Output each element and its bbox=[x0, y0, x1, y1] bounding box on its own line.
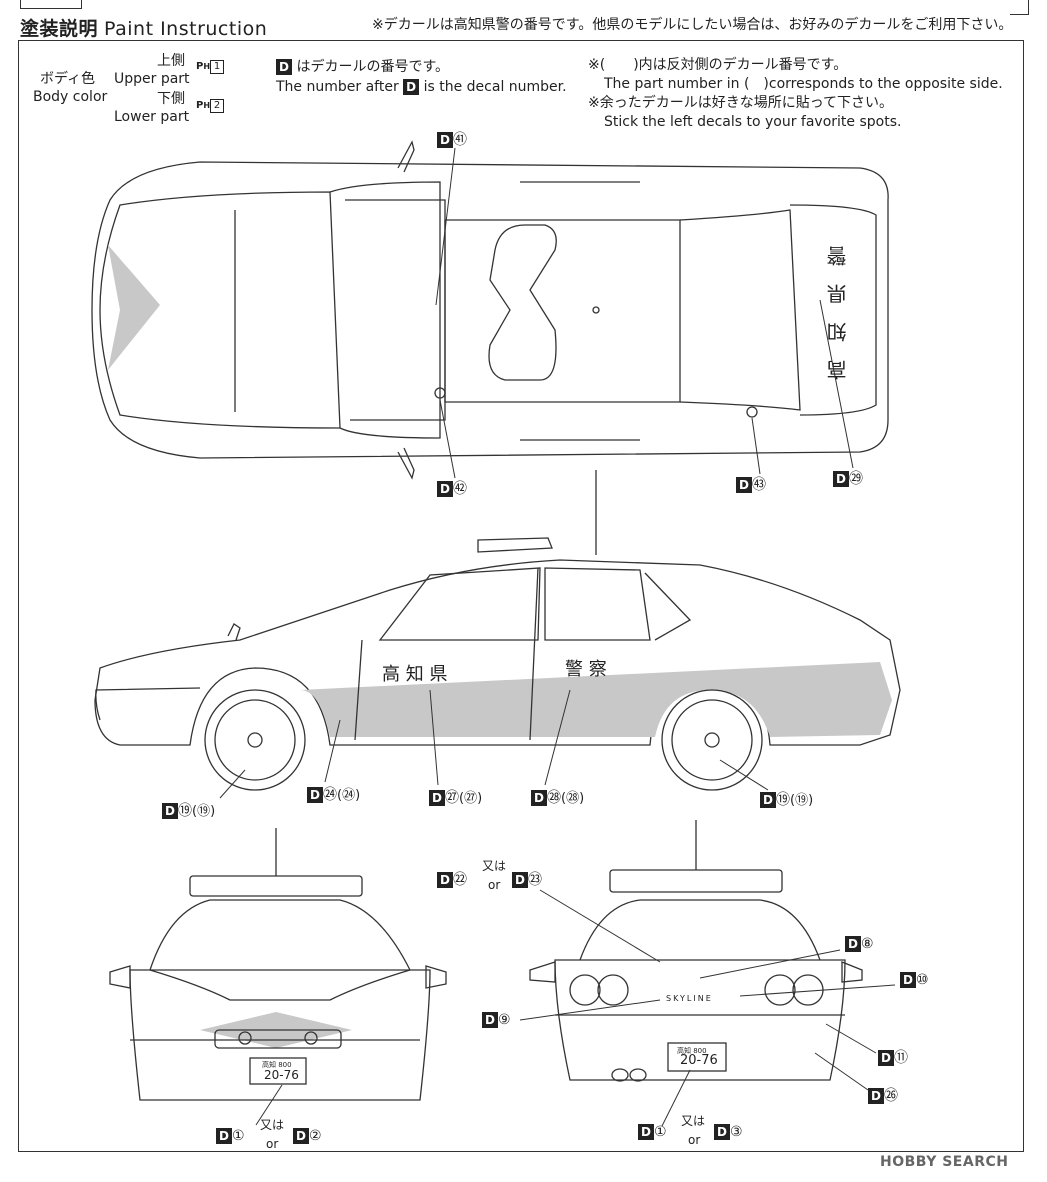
decal-d-icon: D bbox=[276, 59, 292, 75]
lower-label-jp: 下側 bbox=[157, 91, 185, 107]
rear-view-car bbox=[529, 820, 863, 1082]
body-color-label-en: Body color bbox=[33, 89, 108, 105]
extra-note-en: Stick the left decals to your favorite s… bbox=[604, 114, 902, 130]
leader-lines bbox=[219, 147, 896, 1127]
body-color-label-jp: ボディ色 bbox=[40, 71, 96, 87]
paren-note-en: The part number in ( )corresponds to the… bbox=[604, 76, 1003, 92]
title-en: Paint Instruction bbox=[104, 18, 268, 40]
diagram-frame bbox=[18, 40, 1024, 1152]
front-view-car bbox=[109, 828, 447, 1101]
decal-d-icon: D bbox=[403, 79, 420, 95]
door-lettering-front: 高 知 県 bbox=[382, 664, 448, 685]
paint-code-box: 1 bbox=[210, 60, 225, 74]
paren-note-jp: ※( )内は反対側のデカール番号です。 bbox=[588, 57, 848, 73]
upper-label-jp: 上側 bbox=[157, 53, 185, 69]
lower-label-en: Lower part bbox=[114, 109, 190, 125]
upper-label-en: Upper part bbox=[114, 71, 190, 87]
paint-code-box: 2 bbox=[210, 99, 225, 113]
door-lettering-rear: 警 察 bbox=[565, 659, 607, 680]
side-view-car bbox=[94, 470, 901, 791]
top-view-car bbox=[91, 140, 889, 480]
or-en-rear: or bbox=[688, 1133, 701, 1147]
or-jp-front: 又は bbox=[260, 1118, 285, 1132]
decal-note-en: The number after D is the decal number. bbox=[276, 79, 567, 95]
or-en-rear-top: or bbox=[488, 878, 501, 892]
front-plate-number: 20-76 bbox=[264, 1068, 299, 1082]
or-jp-rear: 又は bbox=[681, 1114, 706, 1128]
title-jp: 塗装説明 bbox=[20, 18, 99, 40]
roof-trunk-lettering: 高知県警 bbox=[826, 228, 850, 380]
decal-note-jp: D はデカールの番号です。 bbox=[276, 58, 449, 76]
page-edge-left bbox=[20, 0, 82, 9]
or-en-front: or bbox=[266, 1137, 279, 1151]
front-plate-region: 高知 800 bbox=[262, 1061, 292, 1069]
rear-plate-number: 20-76 bbox=[680, 1053, 718, 1068]
or-jp-rear-top: 又は bbox=[482, 859, 507, 873]
rear-plate-region: 高知 800 bbox=[677, 1047, 707, 1055]
hobbysearch-watermark: HOBBY SEARCH bbox=[880, 1154, 1009, 1170]
page-edge-right bbox=[1010, 0, 1029, 15]
rear-skyline-badge: SKYLINE bbox=[666, 994, 713, 1003]
decal-prefecture-note: ※デカールは高知県警の番号です。他県のモデルにしたい場合は、お好みのデカールをご… bbox=[372, 17, 1013, 33]
extra-note-jp: ※余ったデカールは好きな場所に貼って下さい。 bbox=[588, 95, 894, 111]
